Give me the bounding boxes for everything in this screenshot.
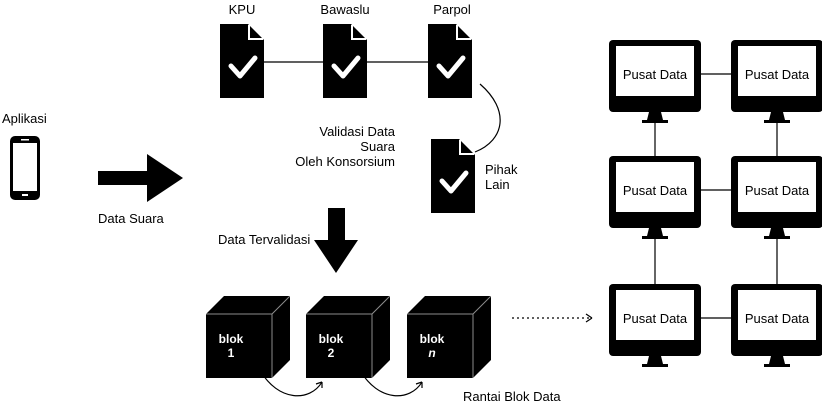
block-1-word: blok [218,332,244,346]
validasi-label: Validasi Data Suara Oleh Konsorsium [283,124,395,169]
pihak-lain-line-2: Lain [485,177,510,192]
bawaslu-document-icon [323,24,367,98]
monitor-icon [609,284,701,367]
data-tervalidasi-label: Data Tervalidasi [218,232,311,247]
block-1-index: 1 [227,346,235,360]
data-suara-arrow [98,154,183,202]
kpu-label: KPU [228,2,256,17]
block-cube-2 [306,295,391,378]
datacenter-links [654,73,778,319]
validasi-line-1: Validasi Data Suara [319,124,395,154]
block-cube-1 [206,295,291,378]
block-2-word: blok [318,332,344,346]
block-1-label: blok 1 [219,332,244,360]
pihak-lain-line-1: Pihak [485,162,518,177]
dotted-arrow [512,313,593,323]
block-n-label: blok n [420,332,445,360]
monitor-icon [609,156,701,239]
data-tervalidasi-arrow [314,208,358,273]
pihak-lain-document-icon [431,139,475,213]
validasi-line-2: Oleh Konsorsium [295,154,395,169]
datacenter-label-6: Pusat Data [744,311,810,326]
block-2-label: blok 2 [319,332,344,360]
block-cube-n [407,295,492,378]
datacenter-label-5: Pusat Data [622,311,688,326]
consortium-curve [474,83,501,153]
datacenter-label-4: Pusat Data [744,183,810,198]
block-n-word: blok [419,332,445,346]
bawaslu-label: Bawaslu [320,2,370,17]
aplikasi-label: Aplikasi [2,111,47,126]
chain-arrow-2-n [359,369,423,397]
block-n-index: n [428,346,436,360]
parpol-label: Parpol [433,2,471,17]
pihak-lain-label: Pihak Lain [485,162,518,192]
smartphone-icon [10,136,40,200]
datacenter-label-3: Pusat Data [622,183,688,198]
monitor-icon [731,156,822,239]
monitor-icon [731,284,822,367]
kpu-document-icon [220,24,264,98]
data-suara-label: Data Suara [98,211,164,226]
rantai-blok-label: Rantai Blok Data [463,389,561,404]
datacenter-label-2: Pusat Data [744,67,810,82]
chain-arrow-1-2 [259,369,323,397]
monitor-icon [609,40,701,123]
monitor-icon [731,40,822,123]
parpol-document-icon [428,24,472,98]
block-2-index: 2 [327,346,335,360]
datacenter-label-1: Pusat Data [622,67,688,82]
